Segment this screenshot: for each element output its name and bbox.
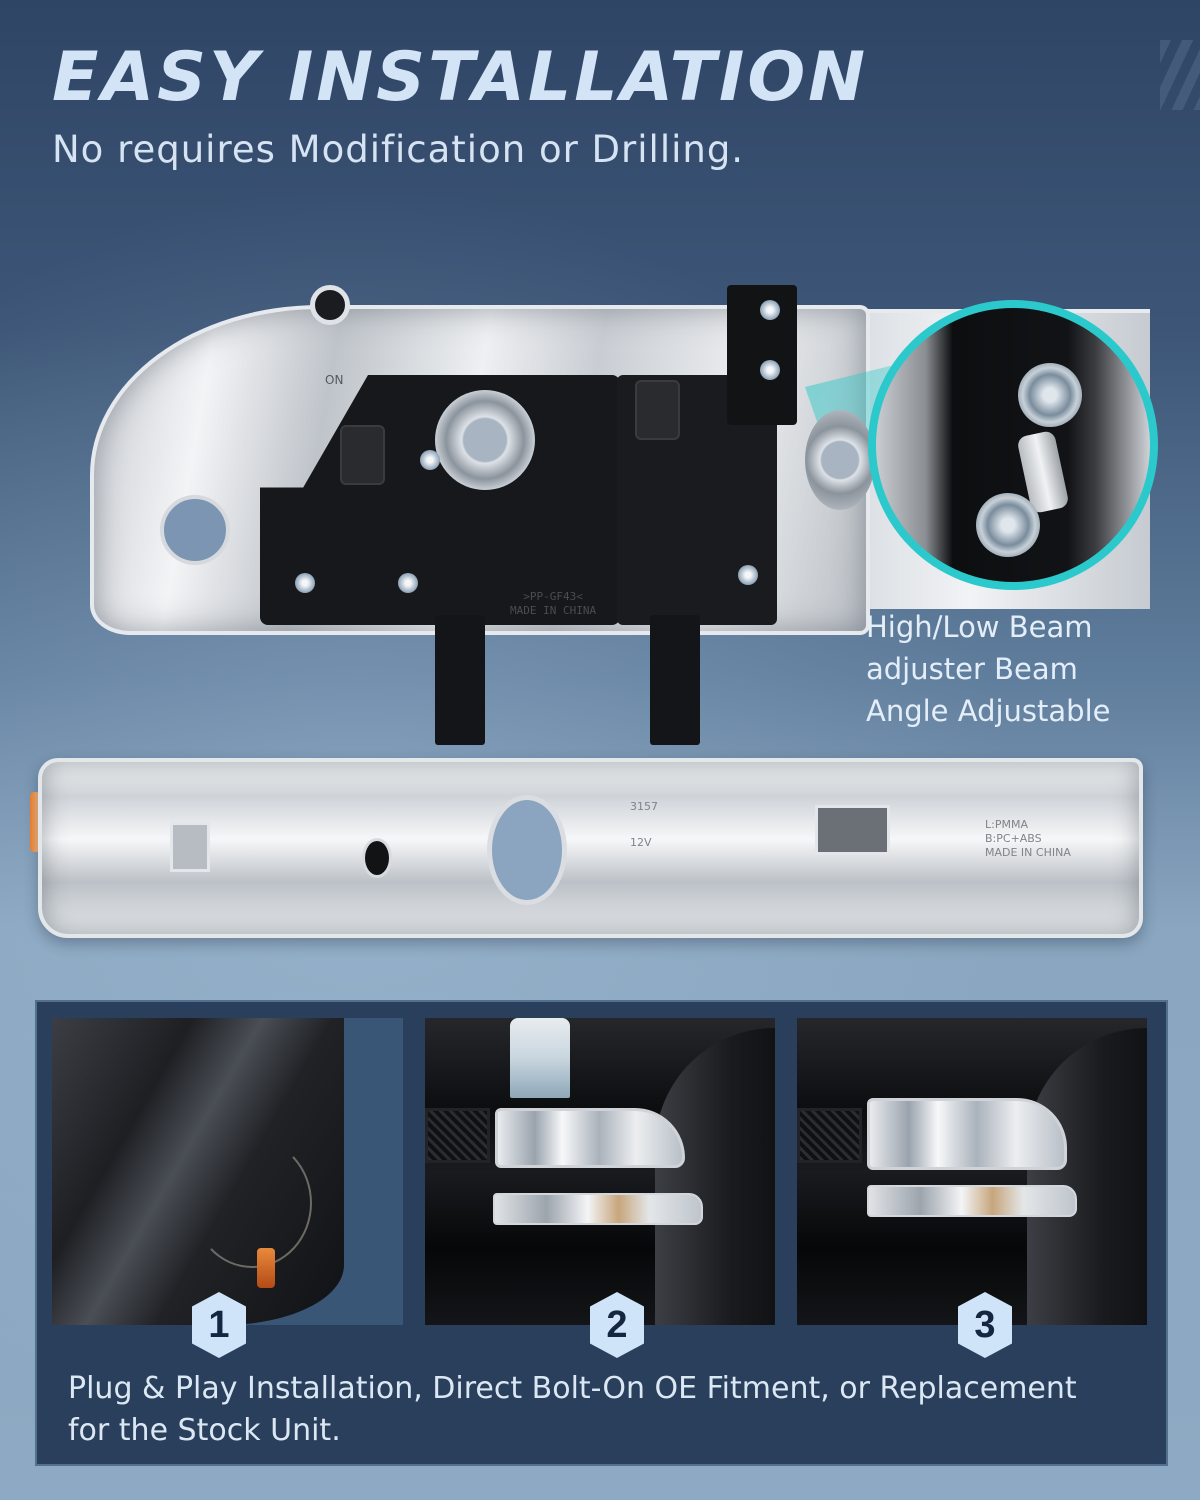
callout-line: adjuster Beam: [866, 652, 1078, 686]
screw-icon: [760, 360, 780, 380]
bulb-socket-primary: [435, 390, 535, 490]
caption-line: for the Stock Unit.: [68, 1413, 341, 1448]
step-2-badge: 2: [590, 1292, 644, 1358]
screw-icon: [1018, 363, 1082, 427]
bulb-socket-secondary: [805, 410, 875, 510]
vehicle-grille: [425, 1108, 490, 1163]
material-line: B:PC+ABS: [985, 832, 1042, 845]
step-1-photo: [52, 1018, 403, 1325]
wiring-harness: [192, 1138, 312, 1268]
vehicle-grille: [797, 1108, 862, 1163]
parking-light-image: [38, 758, 1143, 938]
installation-caption: Plug & Play Installation, Direct Bolt-On…: [68, 1368, 1168, 1452]
housing-on-marking: ON: [325, 373, 344, 387]
callout-line: High/Low Beam: [866, 610, 1093, 644]
screw-icon: [738, 565, 758, 585]
parking-light-clip: [170, 822, 210, 872]
beam-adjuster-callout: High/Low Beam adjuster Beam Angle Adjust…: [866, 606, 1110, 732]
decorative-stripes: [1160, 40, 1200, 110]
adjuster-zoom-detail: [868, 300, 1158, 590]
screw-icon: [420, 450, 440, 470]
mounting-tab-right: [650, 615, 700, 745]
amber-bulb: [257, 1248, 275, 1288]
callout-line: Angle Adjustable: [866, 694, 1111, 728]
installed-parking-light: [493, 1193, 703, 1225]
bulb-code: 3157: [630, 800, 658, 813]
bracket-pad-left: [340, 425, 385, 485]
housing-mount-hole: [160, 495, 230, 565]
origin-marking: MADE IN CHINA: [510, 604, 597, 617]
bracket-markings: >PP-GF43< MADE IN CHINA: [510, 590, 596, 618]
parking-light-socket: [362, 838, 392, 878]
parking-light-bulb-hole: [487, 795, 567, 905]
material-line: MADE IN CHINA: [985, 846, 1071, 859]
mounting-tab-left: [435, 615, 485, 745]
housing-vent-hole: [310, 285, 350, 325]
parking-light-amber-edge: [30, 792, 40, 852]
parking-light-connector: [815, 805, 890, 855]
coolant-reservoir: [510, 1018, 570, 1098]
voltage-marking: 12V: [630, 836, 652, 849]
installed-headlight: [495, 1108, 685, 1168]
material-line: L:PMMA: [985, 818, 1028, 831]
screw-icon: [398, 573, 418, 593]
step-2-photo: [425, 1018, 775, 1325]
bracket-pad-right: [635, 380, 680, 440]
page-title: EASY INSTALLATION: [52, 38, 869, 117]
caption-line: Plug & Play Installation, Direct Bolt-On…: [68, 1371, 1077, 1406]
step-1-badge: 1: [192, 1292, 246, 1358]
parking-light-material-marking: L:PMMA B:PC+ABS MADE IN CHINA: [985, 818, 1071, 860]
installed-headlight: [867, 1098, 1067, 1170]
page-subtitle: No requires Modification or Drilling.: [52, 128, 745, 171]
parking-light-bulb-marking: 3157 12V: [630, 800, 658, 850]
screw-icon: [976, 493, 1040, 557]
screw-icon: [295, 573, 315, 593]
step-3-photo: [797, 1018, 1147, 1325]
step-3-badge: 3: [958, 1292, 1012, 1358]
part-code-marking: >PP-GF43<: [523, 590, 583, 603]
screw-icon: [760, 300, 780, 320]
installed-parking-light: [867, 1185, 1077, 1217]
